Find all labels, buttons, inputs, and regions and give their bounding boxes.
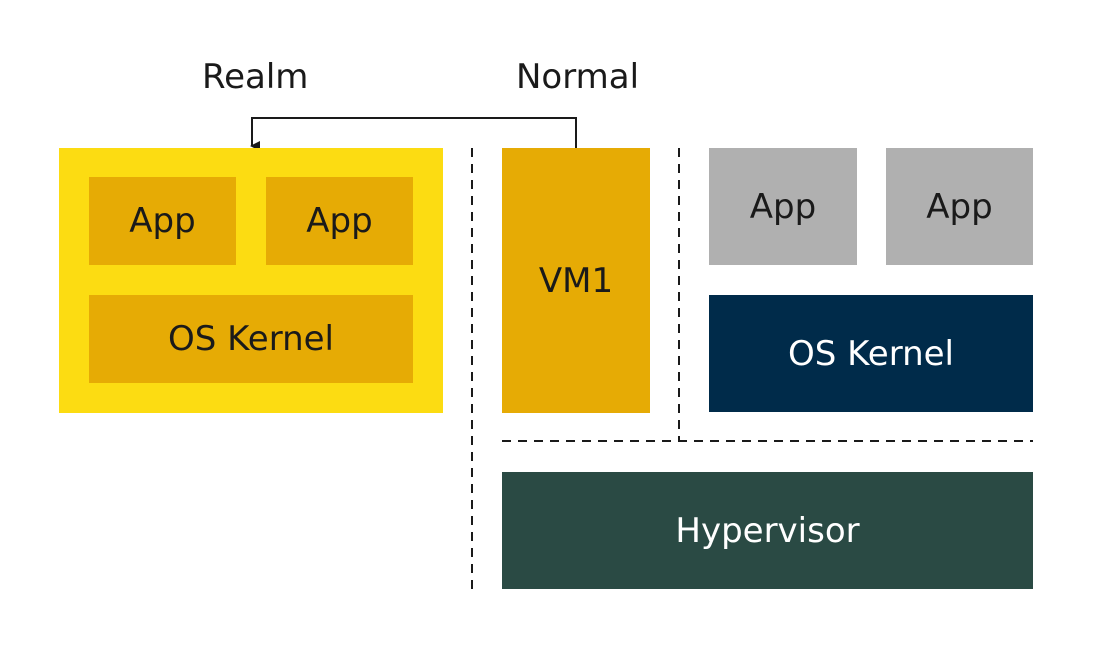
- normal-app-2: App: [886, 148, 1033, 265]
- realm-label: Realm: [202, 57, 309, 97]
- normal-label: Normal: [516, 57, 640, 97]
- realm-app-2: App: [266, 177, 413, 265]
- hypervisor-box: Hypervisor: [502, 472, 1033, 589]
- realm-app-1: App: [89, 177, 236, 265]
- vm-to-realm-arrow: [250, 117, 577, 151]
- normal-os-kernel: OS Kernel: [709, 295, 1033, 412]
- normal-app-1: App: [709, 148, 857, 265]
- realm-os-kernel: OS Kernel: [89, 295, 413, 383]
- vm1-box: VM1: [502, 148, 650, 413]
